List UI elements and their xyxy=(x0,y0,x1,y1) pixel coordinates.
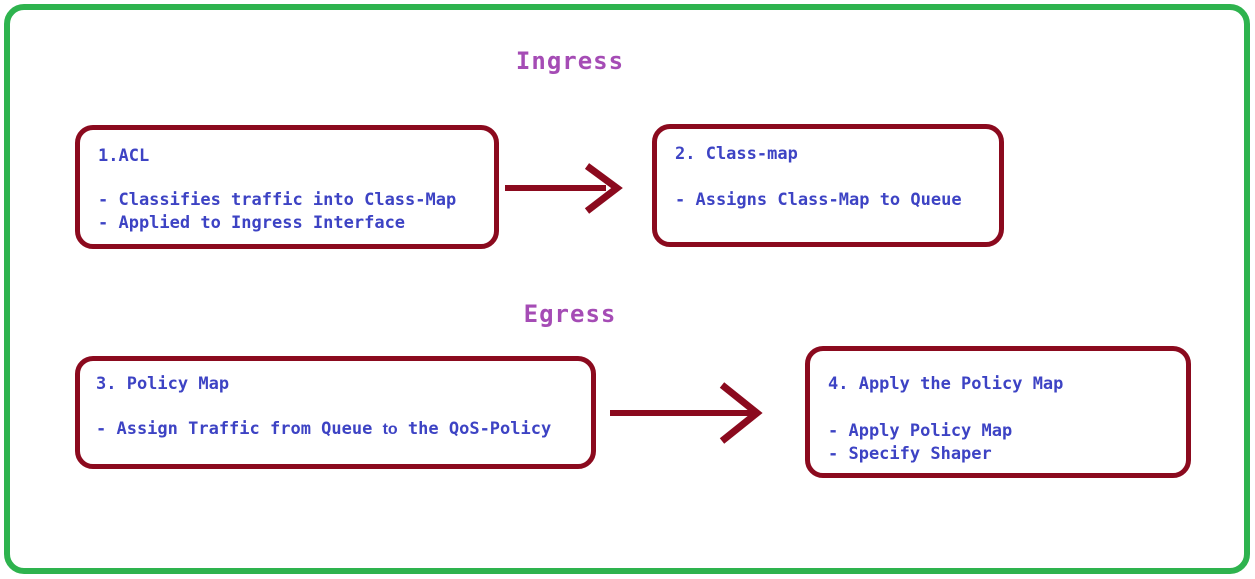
ingress-heading: Ingress xyxy=(515,47,625,75)
policy-map-line-prefix: - Assign Traffic from Queue xyxy=(96,419,383,439)
outer-green-border xyxy=(4,4,1250,574)
step-box-class-map-line-1: - Assigns Class-Map to Queue xyxy=(675,190,962,210)
step-box-acl: 1.ACL - Classifies traffic into Class-Ma… xyxy=(75,125,499,249)
policy-map-line-suffix: the QoS-Policy xyxy=(397,419,552,439)
step-box-class-map: 2. Class-map - Assigns Class-Map to Queu… xyxy=(652,124,1004,247)
step-box-acl-line-2: - Applied to Ingress Interface xyxy=(98,213,406,233)
step-box-class-map-lines: - Assigns Class-Map to Queue xyxy=(675,189,981,212)
step-box-acl-lines: - Classifies traffic into Class-Map - Ap… xyxy=(98,189,476,235)
egress-heading: Egress xyxy=(523,300,617,328)
step-box-apply-policy-map-line-1: - Apply Policy Map xyxy=(828,421,1013,441)
step-box-apply-policy-map: 4. Apply the Policy Map - Apply Policy M… xyxy=(805,346,1191,478)
policy-map-line-alt-word: to xyxy=(382,421,398,438)
step-box-apply-policy-map-line-2: - Specify Shaper xyxy=(828,444,992,464)
step-box-policy-map: 3. Policy Map - Assign Traffic from Queu… xyxy=(75,356,596,469)
arrow-right-icon xyxy=(505,163,623,214)
step-box-apply-policy-map-title: 4. Apply the Policy Map xyxy=(828,374,1064,394)
step-box-policy-map-lines: - Assign Traffic from Queue to the QoS-P… xyxy=(96,418,575,441)
step-box-acl-line-1: - Classifies traffic into Class-Map xyxy=(98,190,457,210)
step-box-class-map-title: 2. Class-map xyxy=(675,144,798,164)
step-box-apply-policy-map-lines: - Apply Policy Map - Specify Shaper xyxy=(828,420,1168,466)
arrow-right-icon xyxy=(610,382,763,444)
step-box-acl-title: 1.ACL xyxy=(98,146,150,166)
step-box-policy-map-line-1: - Assign Traffic from Queue to the QoS-P… xyxy=(96,418,575,441)
step-box-policy-map-title: 3. Policy Map xyxy=(96,374,230,394)
